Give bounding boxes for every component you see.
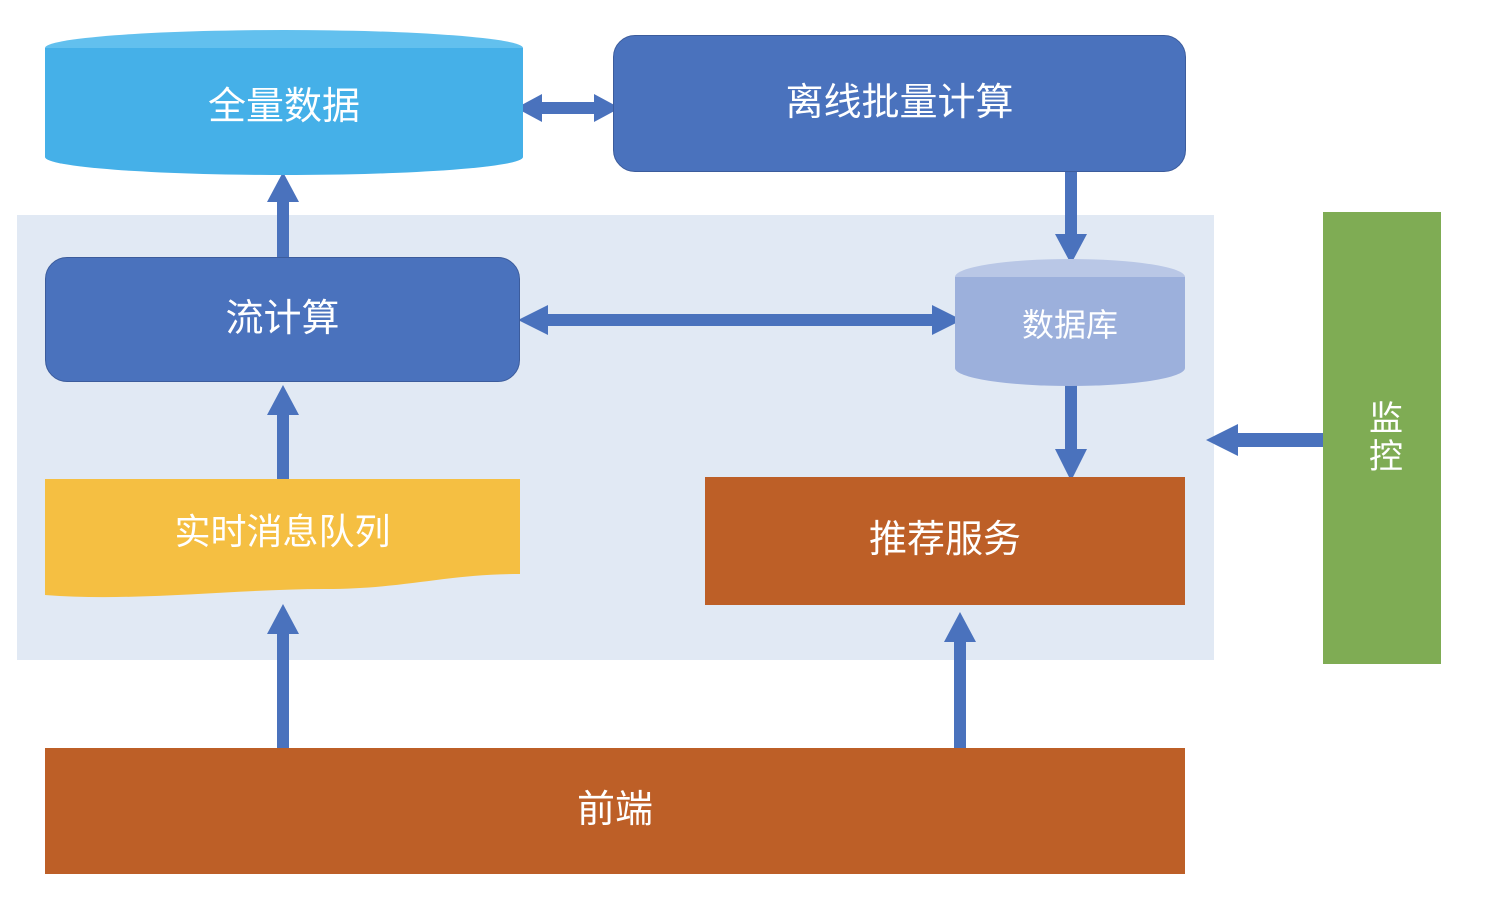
node-stream-compute-label: 流计算 (225, 297, 340, 340)
arrow-frontend-message-queue (265, 604, 301, 752)
cylinder-body (45, 48, 523, 157)
node-full-data-label: 全量数据 (207, 86, 360, 128)
arrow-monitoring-to-services (1206, 422, 1328, 458)
node-stream-compute[interactable]: 流计算 (45, 257, 520, 382)
node-recommend-service-label: 推荐服务 (868, 519, 1021, 562)
node-frontend-label: 前端 (576, 789, 653, 832)
node-database-label: 数据库 (1021, 306, 1118, 343)
cylinder-body (955, 277, 1185, 368)
node-recommend-service[interactable]: 推荐服务 (705, 477, 1185, 605)
node-offline-batch-compute-label: 离线批量计算 (785, 81, 1014, 124)
node-monitoring-label: 监控 (1363, 400, 1402, 476)
arrow-full-data-offline-batch (516, 90, 620, 126)
node-full-data[interactable]: 全量数据 (45, 30, 523, 175)
node-database[interactable]: 数据库 (955, 259, 1185, 386)
arrow-database-recommend-service (1053, 383, 1089, 481)
node-message-queue-label: 实时消息队列 (174, 511, 391, 552)
arrow-stream-compute-database (518, 302, 962, 338)
arrow-stream-compute-full-data (265, 172, 301, 264)
node-offline-batch-compute[interactable]: 离线批量计算 (613, 35, 1186, 172)
node-message-queue[interactable]: 实时消息队列 (45, 479, 520, 602)
node-frontend[interactable]: 前端 (45, 748, 1185, 874)
arrow-message-queue-stream-compute (265, 385, 301, 483)
node-monitoring[interactable]: 监控 (1323, 212, 1441, 664)
arrow-frontend-recommend-service (942, 612, 978, 752)
arrow-offline-batch-database (1053, 172, 1089, 264)
